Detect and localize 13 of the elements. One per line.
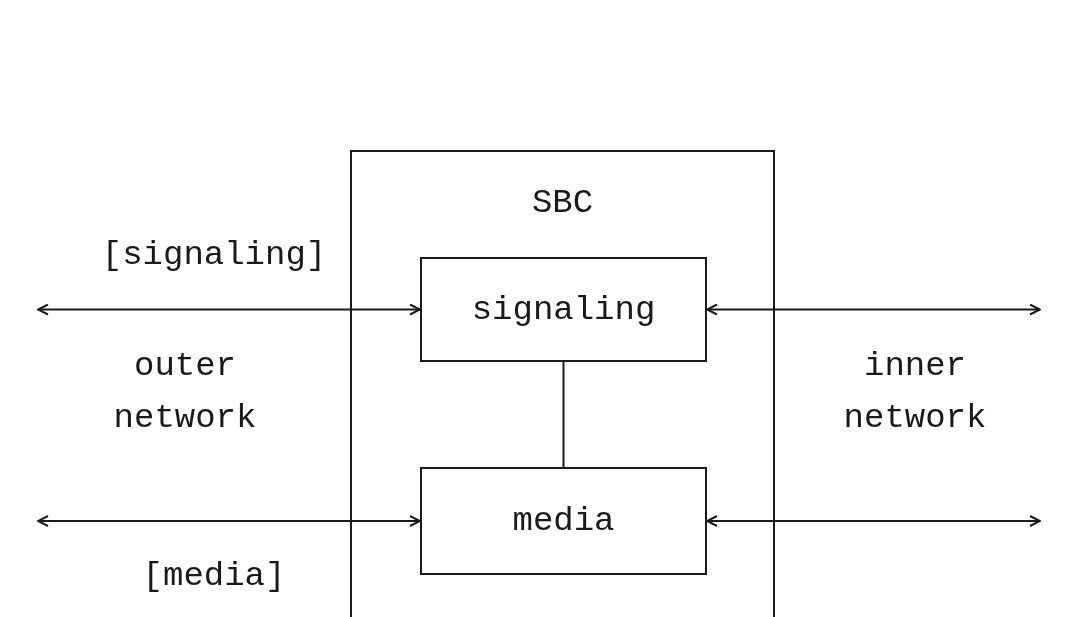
- arrow: [37, 515, 421, 527]
- connector-line: [562, 361, 565, 468]
- arrow: [706, 515, 1041, 527]
- arrow: [706, 303, 1041, 316]
- process-box: [420, 257, 707, 362]
- network-label: outer network: [112, 346, 258, 439]
- box-title: signaling: [471, 292, 656, 327]
- network-label: inner network: [842, 346, 988, 439]
- box-title: SBC: [531, 186, 594, 220]
- process-box: [420, 467, 707, 575]
- container-box: [350, 150, 775, 617]
- box-title: media: [512, 504, 615, 538]
- arrow: [37, 303, 421, 316]
